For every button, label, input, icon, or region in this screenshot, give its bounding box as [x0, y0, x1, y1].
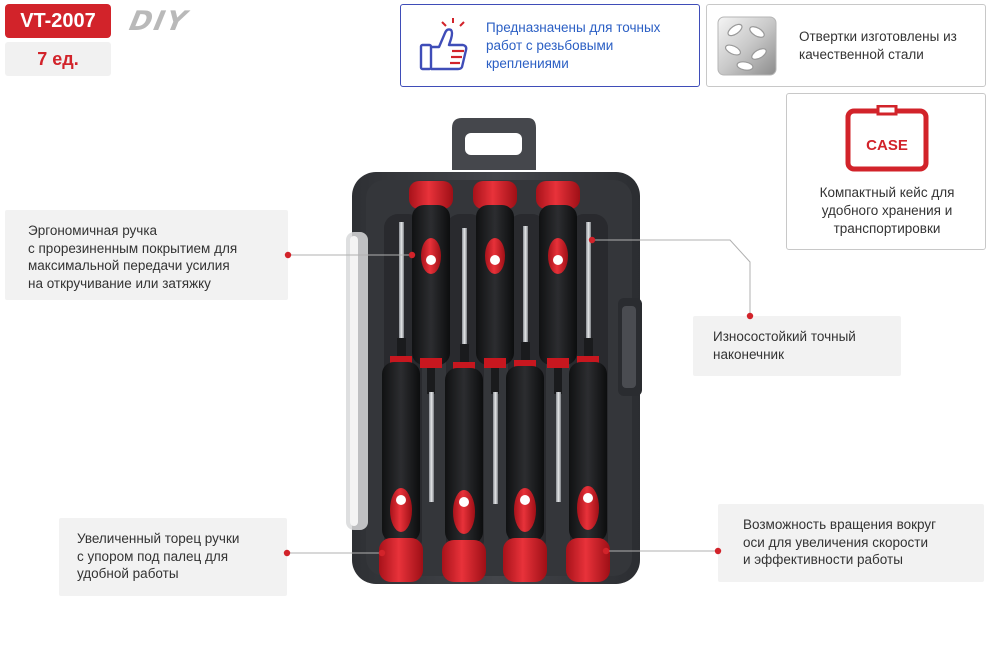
callout-handle: Эргономичная ручка с прорезиненным покры… [5, 210, 288, 300]
feature-precision: Предназначены для точных работ с резьбов… [400, 4, 700, 87]
thumbs-up-icon [419, 18, 468, 71]
screwdriver-top-2 [473, 181, 517, 504]
feature-case: CASE Компактный кейс для удобного хранен… [786, 93, 986, 250]
case-hanger [452, 118, 536, 170]
callout-end-text: Увеличенный торец ручки с упором под пал… [77, 531, 240, 581]
case-icon-label: CASE [866, 137, 908, 154]
connector-rotation [602, 547, 722, 555]
steel-leaves-icon [717, 16, 777, 76]
model-badge: VT-2007 [5, 4, 111, 38]
screwdriver-bottom-4 [566, 222, 610, 582]
callout-handle-text: Эргономичная ручка с прорезиненным покры… [28, 223, 238, 291]
screwdriver-top-3 [536, 181, 580, 502]
connector-tip [588, 236, 754, 320]
callout-tip-text: Износостойкий точный наконечник [713, 329, 856, 362]
screwdriver-top-1 [409, 181, 453, 502]
callout-end: Увеличенный торец ручки с упором под пал… [59, 518, 287, 596]
callout-rotation: Возможность вращения вокруг оси для увел… [718, 504, 984, 582]
callout-rotation-text: Возможность вращения вокруг оси для увел… [743, 517, 937, 567]
feature-case-text: Компактный кейс для удобного хранения и … [819, 185, 955, 236]
screwdriver-bottom-1 [379, 222, 423, 582]
case-icon [845, 105, 929, 172]
connector-end [283, 549, 386, 557]
screwdriver-bottom-3 [503, 226, 547, 582]
callout-tip: Износостойкий точный наконечник [693, 316, 901, 376]
feature-precision-text: Предназначены для точных работ с резьбов… [486, 20, 661, 71]
connector-handle [284, 251, 416, 259]
screwdriver-bottom-2 [442, 228, 486, 582]
feature-steel-text: Отвертки изготовлены из качественной ста… [799, 29, 957, 62]
count-badge: 7 ед. [5, 42, 111, 76]
feature-steel: Отвертки изготовлены из качественной ста… [706, 4, 986, 87]
